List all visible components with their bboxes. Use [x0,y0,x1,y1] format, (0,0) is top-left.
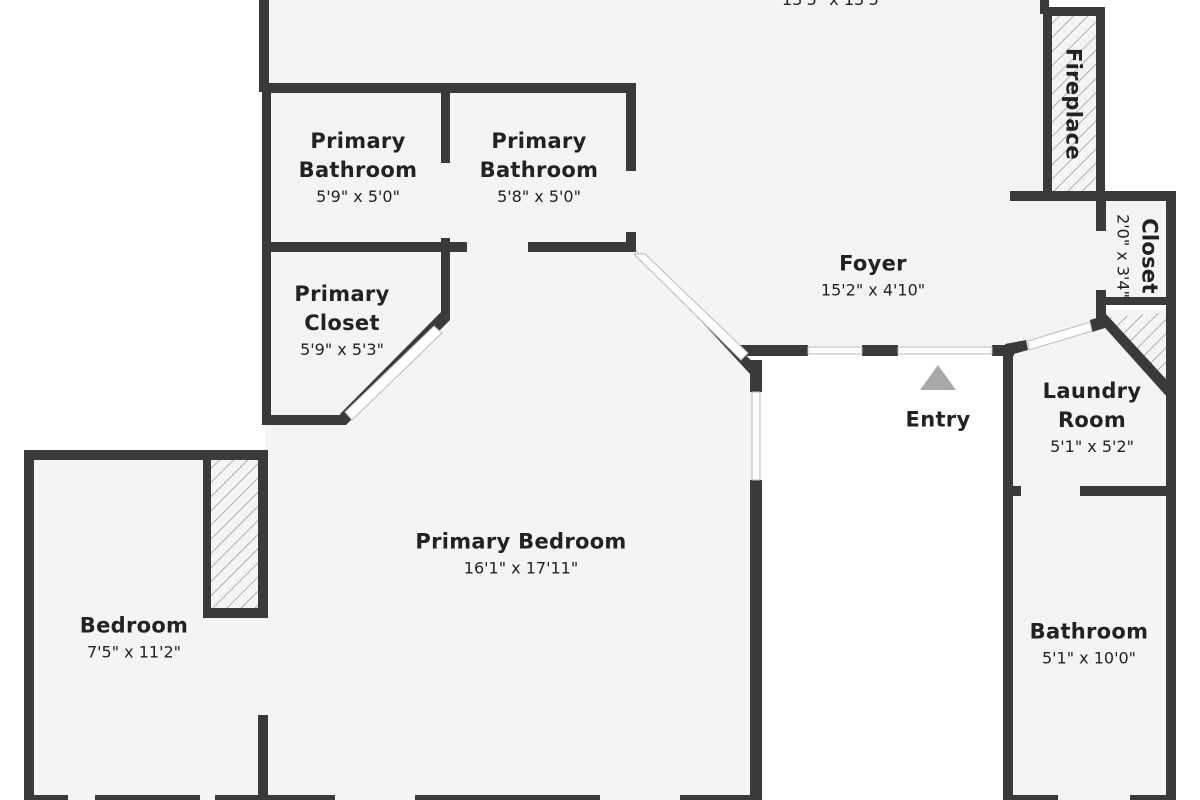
room-dims: 5'1" x 5'2" [1050,437,1134,456]
room-name: Closet [1137,218,1162,294]
room-name: Bathroom [1029,619,1149,644]
room-label-primary-closet: Primary Closet 5'9" x 5'3" [287,280,397,362]
floor-area [28,0,1172,800]
room-dims: 15'2" x 4'10" [820,280,926,300]
room-name: Laundry Room [1042,379,1142,432]
room-dims: 7'5" x 11'2" [86,642,182,662]
room-dims: 16'1" x 17'11" [463,558,579,578]
room-label-bedroom: Bedroom 7'5" x 11'2" [80,612,188,665]
room-label-laundry: Laundry Room 5'1" x 5'2" [1037,377,1147,459]
entry-label: Entry [906,406,971,435]
chimney-hatch [207,455,264,613]
windows [344,253,1093,481]
room-name: Primary Bedroom [415,529,627,554]
room-name: Primary Bathroom [479,129,599,182]
room-label-primary-bathroom-1: Primary Bathroom 5'9" x 5'0" [293,127,423,209]
room-label-foyer: Foyer 15'2" x 4'10" [821,250,925,303]
room-dims: 5'8" x 5'0" [497,187,581,206]
entry-arrow-icon [920,365,956,390]
room-dims: 5'1" x 10'0" [1041,648,1137,668]
room-label-top: 13'5" x 13'5" [782,0,886,12]
room-dims: 13'5" x 13'5" [782,0,886,12]
room-name: Primary Bathroom [298,129,418,182]
room-name: Foyer [839,251,907,276]
room-name: Bedroom [79,613,189,638]
room-label-primary-bathroom-2: Primary Bathroom 5'8" x 5'0" [474,127,604,209]
room-dims: 2'0" x 3'4" [1113,214,1133,298]
room-label-bathroom: Bathroom 5'1" x 10'0" [1030,618,1149,671]
room-label-primary-bedroom: Primary Bedroom 16'1" x 17'11" [415,528,626,581]
entry-text: Entry [905,407,971,432]
room-label-fireplace: Fireplace [1059,48,1088,160]
room-name: Fireplace [1061,48,1086,160]
room-name: Primary Closet [294,282,390,335]
room-dims: 5'9" x 5'0" [316,187,400,206]
room-dims: 5'9" x 5'3" [300,340,384,359]
fireplace-hatch [1048,12,1100,197]
